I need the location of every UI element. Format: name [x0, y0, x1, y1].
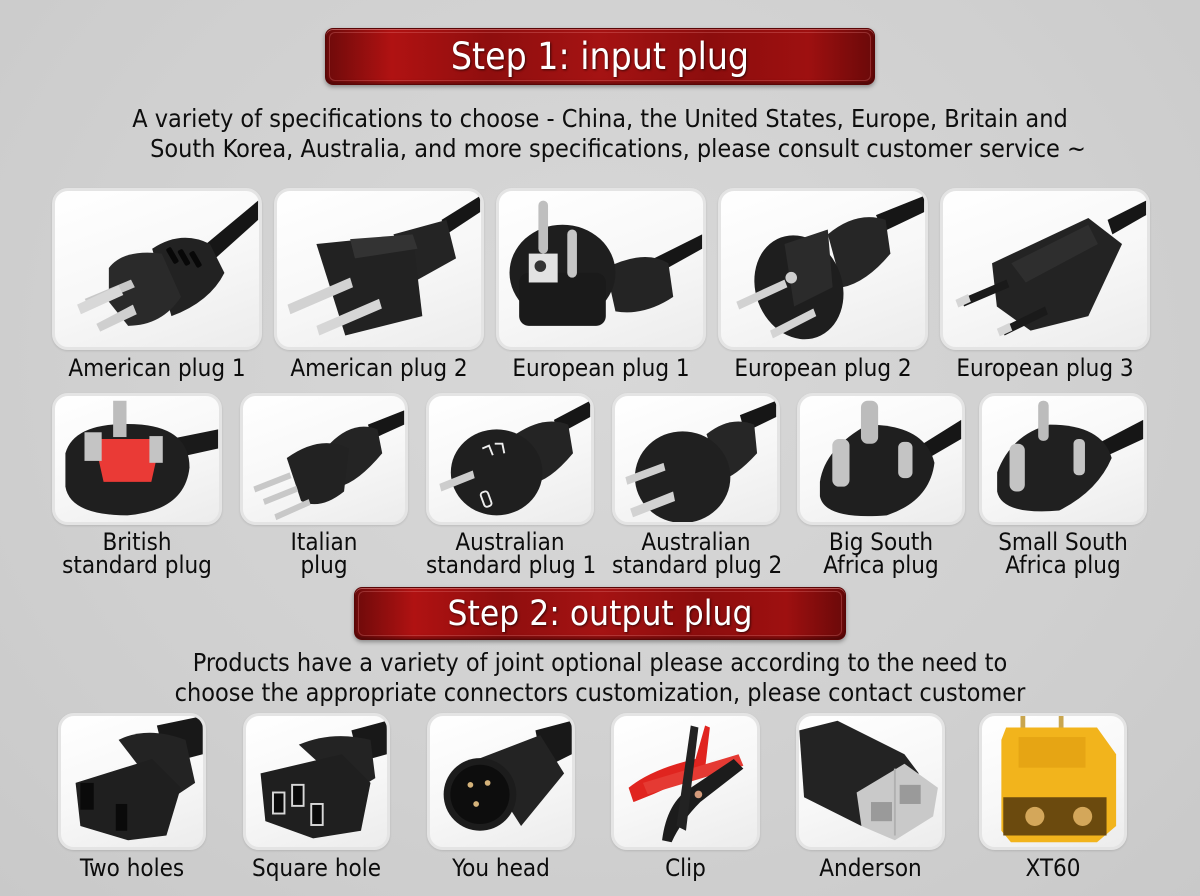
product-card-british-plug[interactable]: [52, 393, 222, 525]
label-american-plug-2: American plug 2: [290, 354, 468, 382]
label-european-plug-3: European plug 3: [956, 354, 1134, 382]
label-australian-plug-2: Australian standard plug 2: [612, 528, 783, 579]
product-card-italian-plug[interactable]: [240, 393, 408, 525]
product-card-small-south-africa-plug[interactable]: [979, 393, 1147, 525]
step2-title: Step 2: output plug: [447, 593, 753, 634]
step1-title: Step 1: input plug: [450, 35, 750, 78]
schuko-angled-plug-icon: [509, 200, 703, 326]
step2-intro-line-2: choose the appropriate connectors custom…: [174, 678, 1026, 707]
product-card-xt60[interactable]: [979, 713, 1127, 850]
label-anderson: Anderson: [819, 854, 922, 882]
italian-plug-icon: [253, 410, 405, 521]
product-card-american-plug-1[interactable]: [52, 188, 262, 350]
product-card-anderson[interactable]: [796, 713, 945, 850]
label-xt60: XT60: [1025, 854, 1081, 882]
label-line: standard plug 2: [612, 551, 783, 579]
product-card-you-head[interactable]: [427, 713, 575, 850]
label-line: Italian: [290, 528, 358, 556]
sa-small-plug-icon: [997, 400, 1144, 512]
label-british-plug: British standard plug: [52, 528, 222, 579]
label-line: British: [102, 528, 172, 556]
label-square-hole: Square hole: [251, 854, 381, 882]
product-card-two-holes[interactable]: [58, 713, 206, 850]
product-card-clip[interactable]: [611, 713, 760, 850]
product-card-australian-plug-1[interactable]: [426, 393, 594, 525]
label-small-south-africa-plug: Small South Africa plug: [979, 528, 1147, 579]
label-line: standard plug: [62, 551, 212, 579]
label-european-plug-1: European plug 1: [512, 354, 690, 382]
sa-big-plug-icon: [819, 400, 962, 517]
step1-intro-line-2: South Korea, Australia, and more specifi…: [150, 134, 1086, 163]
xt60-connector-icon: [1001, 716, 1117, 843]
label-line: Africa plug: [1005, 551, 1121, 579]
alligator-clip-icon: [628, 725, 744, 843]
step1-banner: Step 1: input plug: [325, 28, 875, 85]
product-card-australian-plug-2[interactable]: [612, 393, 780, 525]
step1-intro: A variety of specifications to choose - …: [0, 104, 1200, 164]
label-line: plug: [300, 551, 348, 579]
xlr-connector-icon: [443, 720, 572, 831]
label-line: Africa plug: [823, 551, 939, 579]
product-card-european-plug-1[interactable]: [496, 188, 706, 350]
au-plug-icon: [439, 400, 591, 516]
label-italian-plug: Italian plug: [240, 528, 408, 579]
label-line: Big South: [828, 528, 934, 556]
label-line: Small South: [998, 528, 1128, 556]
product-card-european-plug-2[interactable]: [718, 188, 928, 350]
product-card-european-plug-3[interactable]: [940, 188, 1150, 350]
c13-connector-icon: [260, 720, 387, 839]
au-plug-2-icon: [625, 400, 777, 522]
us-2pin-plug-icon: [287, 195, 481, 336]
c7-connector-icon: [75, 716, 203, 841]
step1-intro-line-1: A variety of specifications to choose - …: [132, 104, 1068, 133]
product-card-square-hole[interactable]: [243, 713, 390, 850]
step2-intro: Products have a variety of joint optiona…: [0, 648, 1200, 708]
europlug-icon: [955, 200, 1147, 337]
label-clip: Clip: [665, 854, 706, 882]
step2-intro-line-1: Products have a variety of joint optiona…: [192, 648, 1008, 677]
anderson-connector-icon: [799, 720, 938, 841]
label-line: Australian: [641, 528, 751, 556]
product-card-big-south-africa-plug[interactable]: [797, 393, 965, 525]
label-line: Australian: [455, 528, 565, 556]
label-european-plug-2: European plug 2: [734, 354, 912, 382]
schuko-plug-icon: [736, 195, 925, 340]
label-american-plug-1: American plug 1: [68, 354, 246, 382]
uk-plug-icon: [65, 400, 219, 516]
product-card-american-plug-2[interactable]: [274, 188, 484, 350]
label-australian-plug-1: Australian standard plug 1: [426, 528, 597, 579]
us-3pin-plug-icon: [77, 200, 259, 332]
label-line: standard plug 1: [426, 551, 597, 579]
label-two-holes: Two holes: [79, 854, 185, 882]
step2-banner: Step 2: output plug: [354, 587, 846, 640]
label-big-south-africa-plug: Big South Africa plug: [797, 528, 965, 579]
label-you-head: You head: [452, 854, 550, 882]
